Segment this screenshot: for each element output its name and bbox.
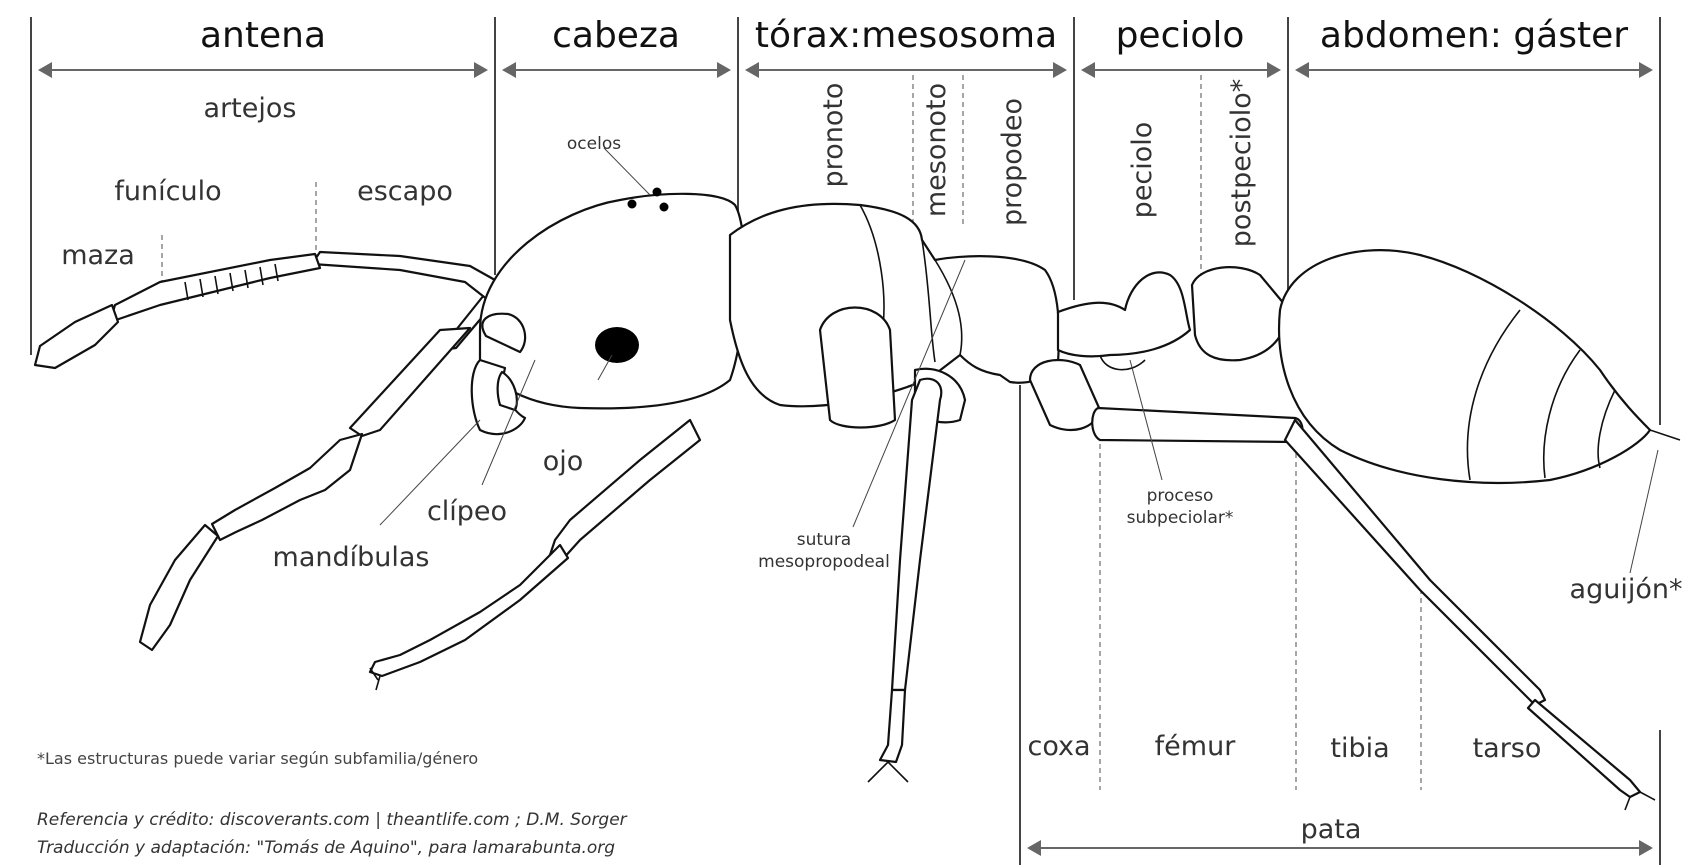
- label-torax-mesosoma: tórax:mesosoma: [755, 15, 1057, 56]
- label-maza: maza: [61, 240, 135, 271]
- label-aguijon: aguijón*: [1570, 574, 1683, 605]
- label-pronoto: pronoto: [818, 83, 849, 188]
- far-antenna: [140, 290, 500, 650]
- label-mesopropodeal: mesopropodeal: [758, 552, 890, 572]
- credit-translation: Traducción y adaptación: "Tomás de Aquin…: [37, 838, 615, 858]
- label-tarso: tarso: [1473, 733, 1542, 764]
- label-mesonoto: mesonoto: [921, 83, 952, 217]
- label-mandibulas: mandíbulas: [273, 542, 430, 573]
- label-ocelos: ocelos: [567, 134, 621, 154]
- label-postpeciolo: postpeciolo*: [1226, 79, 1257, 247]
- label-propodeo: propodeo: [997, 98, 1028, 226]
- label-escapo: escapo: [357, 176, 453, 207]
- label-abdomen-gaster: abdomen: gáster: [1320, 15, 1628, 56]
- label-pata: pata: [1301, 814, 1362, 845]
- label-proceso: proceso: [1147, 486, 1214, 506]
- label-peciolo: peciolo: [1127, 122, 1158, 219]
- petiole: [1058, 267, 1286, 370]
- ant-illustration: [35, 188, 1680, 811]
- label-peciolo-section: peciolo: [1116, 15, 1245, 56]
- mesosoma: [730, 204, 1059, 428]
- gaster: [1279, 250, 1680, 483]
- label-antena: antena: [200, 15, 326, 56]
- label-clipeo: clípeo: [427, 496, 507, 527]
- label-subpeciolar: subpeciolar*: [1127, 508, 1234, 528]
- head: [472, 188, 745, 435]
- label-artejos: artejos: [204, 93, 297, 124]
- credit-reference: Referencia y crédito: discoverants.com |…: [37, 810, 628, 830]
- label-tibia: tibia: [1330, 733, 1389, 764]
- label-cabeza: cabeza: [552, 15, 680, 56]
- label-funiculo: funículo: [114, 176, 221, 207]
- footnote: *Las estructuras puede variar según subf…: [37, 749, 478, 768]
- label-ojo: ojo: [543, 446, 584, 477]
- middle-leg: [868, 379, 941, 782]
- label-sutura: sutura: [797, 530, 851, 550]
- label-femur: fémur: [1155, 731, 1237, 762]
- label-coxa: coxa: [1027, 731, 1090, 762]
